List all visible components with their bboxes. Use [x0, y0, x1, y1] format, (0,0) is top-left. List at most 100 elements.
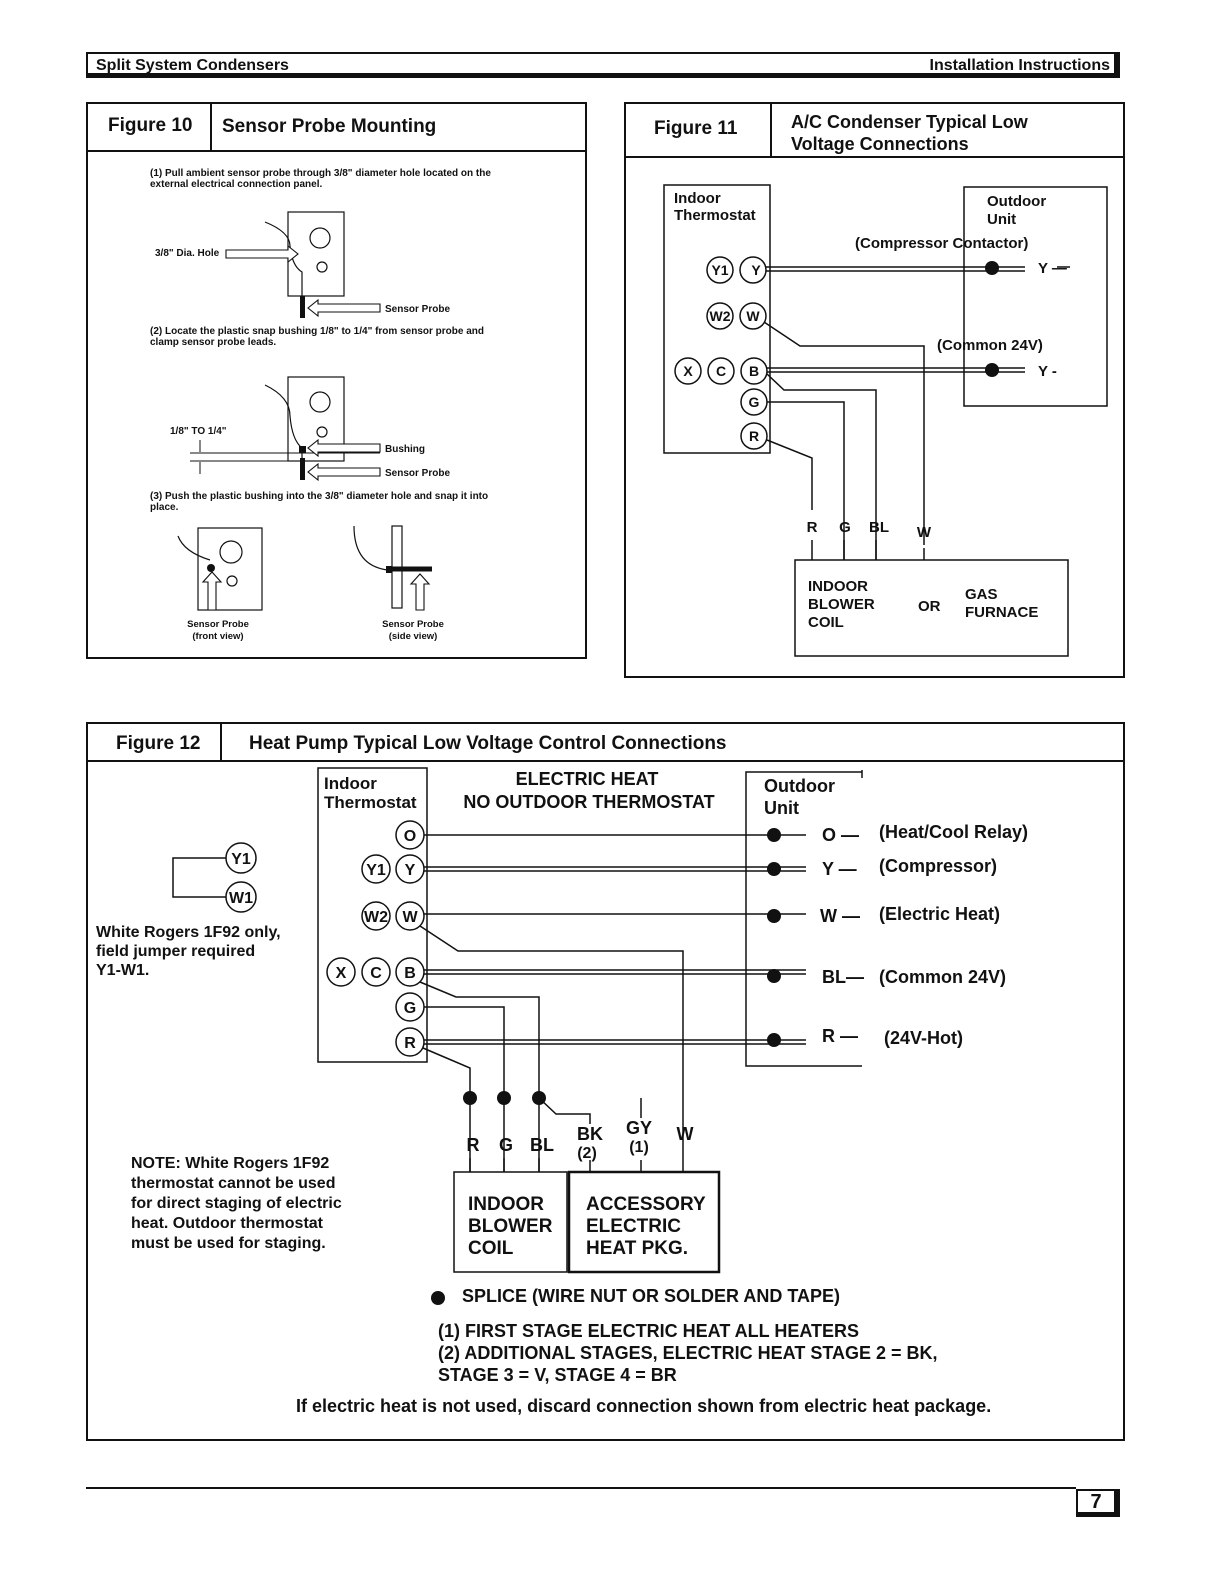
- probe-label-2: Sensor Probe: [385, 468, 450, 479]
- f12-term-c: C: [370, 965, 382, 982]
- side-probe-sub: (side view): [389, 631, 438, 642]
- f11-term-w: W: [746, 308, 760, 324]
- splice-legend: SPLICE (WIRE NUT OR SOLDER AND TAPE): [462, 1286, 840, 1306]
- footnotes: (1) FIRST STAGE ELECTRIC HEAT ALL HEATER…: [438, 1321, 938, 1385]
- f12-term-w2: W2: [364, 909, 388, 926]
- fig11-outdoor-2: Unit: [987, 211, 1016, 228]
- jumper-note: White Rogers 1F92 only, field jumper req…: [96, 924, 281, 979]
- f11-wire-w: W: [917, 524, 932, 541]
- f12-term-y: Y: [405, 862, 416, 879]
- f12-out-code-0: O —: [822, 825, 859, 845]
- figure-10: [86, 102, 587, 659]
- fig10-tab: Figure 10: [108, 115, 193, 136]
- f11-wire-bl: BL: [869, 519, 889, 536]
- fig11-tab-sep: [770, 102, 772, 158]
- f12-outdoor-1: Outdoor: [764, 776, 835, 796]
- f12-out-desc-2: (Electric Heat): [879, 904, 1000, 924]
- f12-out-desc-1: (Compressor): [879, 856, 997, 876]
- front-probe-sub: (front view): [192, 631, 243, 642]
- staging-note: NOTE: White Rogers 1F92 thermostat canno…: [131, 1155, 342, 1252]
- f12-wire-gy: GY: [626, 1118, 652, 1138]
- f11-wire-g: G: [839, 519, 851, 536]
- f11-blower-1: INDOOR: [808, 578, 868, 595]
- fig12-title: Heat Pump Typical Low Voltage Control Co…: [249, 733, 727, 754]
- fig12-divider: [86, 760, 1125, 762]
- f12-acc-3: HEAT PKG.: [586, 1238, 688, 1259]
- f12-blower-1: INDOOR: [468, 1194, 544, 1215]
- jumper-w1: W1: [229, 890, 253, 907]
- f12-out-code-1: Y —: [822, 859, 857, 879]
- page-number: 7: [1076, 1489, 1120, 1517]
- fig11-outdoor-1: Outdoor: [987, 193, 1046, 210]
- f12-out-code-2: W —: [820, 906, 860, 926]
- footer-rule: [86, 1487, 1076, 1489]
- figure-12: [86, 722, 1125, 1441]
- side-probe-label: Sensor Probe: [382, 619, 444, 630]
- f11-blower-3: COIL: [808, 614, 844, 631]
- fig11-thermo-2: Thermostat: [674, 207, 756, 224]
- f12-wire-r: R: [467, 1135, 480, 1155]
- fig11-thermo-1: Indoor: [674, 190, 721, 207]
- fig11-divider: [624, 156, 1125, 158]
- fig10-title: Sensor Probe Mounting: [222, 116, 437, 137]
- f12-wire-gy-n: (1): [629, 1139, 649, 1156]
- f12-wire-w: W: [677, 1124, 694, 1144]
- figure-11: [624, 102, 1125, 678]
- f11-term-y: Y: [751, 262, 761, 278]
- f11-furnace-2: FURNACE: [965, 604, 1038, 621]
- fig11-compressor: (Compressor Contactor): [855, 235, 1028, 252]
- fig12-tab-sep: [220, 722, 222, 762]
- header-right: Installation Instructions: [929, 57, 1110, 74]
- f12-outdoor-2: Unit: [764, 798, 799, 818]
- f11-blower-2: BLOWER: [808, 596, 875, 613]
- f12-wire-bk-n: (2): [577, 1145, 597, 1162]
- f12-term-y1: Y1: [366, 862, 386, 879]
- fig10-step3: (3) Push the plastic bushing into the 3/…: [150, 491, 489, 513]
- f12-term-x: X: [336, 965, 347, 982]
- page-header: Split System Condensers Installation Ins…: [86, 52, 1120, 78]
- f12-acc-1: ACCESSORY: [586, 1194, 706, 1215]
- dist-label: 1/8" TO 1/4": [170, 426, 227, 437]
- f12-term-b: B: [404, 965, 416, 982]
- f12-out-desc-3: (Common 24V): [879, 967, 1006, 987]
- f12-wire-bl: BL: [530, 1135, 554, 1155]
- f12-blower-2: BLOWER: [468, 1216, 553, 1237]
- fig11-common: (Common 24V): [937, 337, 1043, 354]
- jumper-y1: Y1: [231, 851, 251, 868]
- probe-label-1: Sensor Probe: [385, 304, 450, 315]
- f12-out-desc-0: (Heat/Cool Relay): [879, 822, 1028, 842]
- f12-out-desc-4: (24V-Hot): [884, 1028, 963, 1048]
- f12-eh-1: ELECTRIC HEAT: [516, 769, 659, 789]
- fig12-tab: Figure 12: [116, 733, 201, 754]
- f12-eh-2: NO OUTDOOR THERMOSTAT: [463, 792, 714, 812]
- f11-term-w2: W2: [710, 308, 731, 324]
- f11-wire-r: R: [807, 519, 818, 536]
- f12-term-o: O: [404, 828, 416, 845]
- f11-term-x: X: [683, 363, 693, 379]
- f12-blower-3: COIL: [468, 1238, 514, 1259]
- f12-acc-2: ELECTRIC: [586, 1216, 681, 1237]
- f12-out-code-4: R —: [822, 1026, 858, 1046]
- fig10-divider: [86, 150, 587, 152]
- discard-note: If electric heat is not used, discard co…: [296, 1396, 992, 1416]
- front-probe-label: Sensor Probe: [187, 619, 249, 630]
- f11-term-c: C: [716, 363, 726, 379]
- f11-out-y1: Y —: [1038, 260, 1067, 277]
- f11-term-r: R: [749, 428, 759, 444]
- fig10-step2: (2) Locate the plastic snap bushing 1/8"…: [150, 326, 484, 348]
- f11-furnace-1: GAS: [965, 586, 998, 603]
- f11-or: OR: [918, 598, 941, 615]
- fig10-step1: (1) Pull ambient sensor probe through 3/…: [150, 168, 491, 190]
- f12-thermo-1: Indoor: [324, 774, 377, 793]
- f12-term-w: W: [402, 909, 418, 926]
- f11-term-y1: Y1: [711, 262, 728, 278]
- hole-label: 3/8" Dia. Hole: [155, 248, 220, 259]
- f12-wire-bk: BK: [577, 1124, 603, 1144]
- fig10-tab-sep: [210, 102, 212, 152]
- f11-term-g: G: [749, 394, 760, 410]
- fig11-title-2: Voltage Connections: [791, 134, 969, 154]
- header-left: Split System Condensers: [96, 57, 289, 74]
